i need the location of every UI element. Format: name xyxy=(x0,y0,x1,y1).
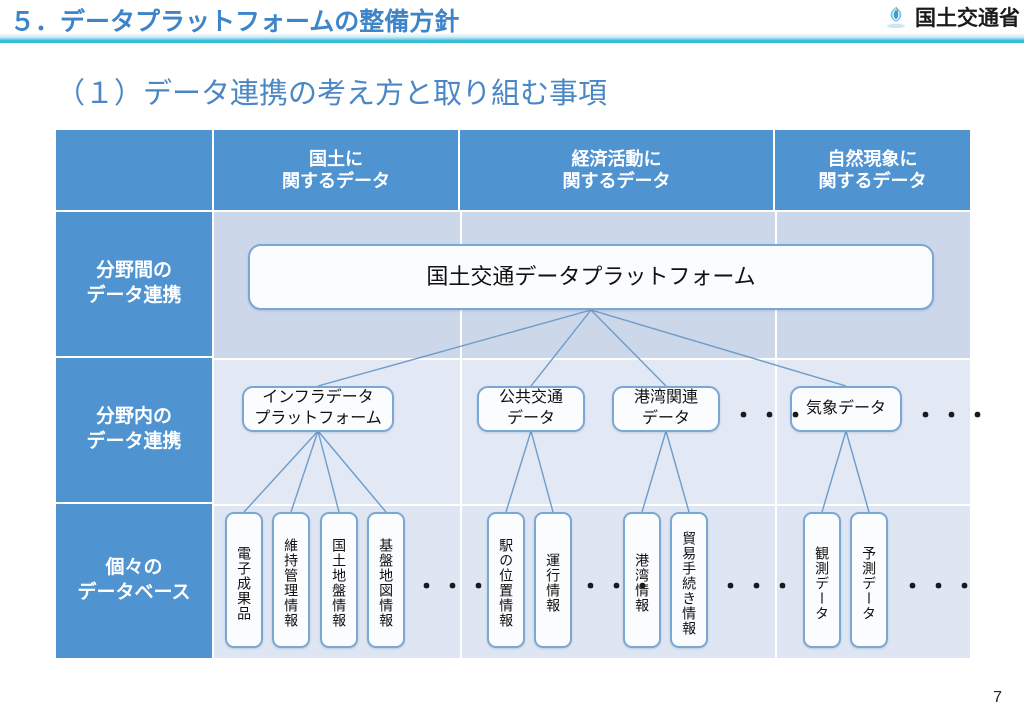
row-label-intra-field: 分野内の データ連携 xyxy=(56,358,214,504)
page-number: 7 xyxy=(993,689,1002,706)
node-public-transport-data[interactable]: 公共交通 データ xyxy=(477,386,585,432)
column-header-keizai: 経済活動に 関するデータ xyxy=(460,130,775,212)
db-box-electronic-deliverables[interactable]: 電子成果品 xyxy=(225,512,263,648)
db-box-maintenance-info[interactable]: 維持管理情報 xyxy=(272,512,310,648)
node-kokudo-kotsu-data-platform-label: 国土交通データプラットフォーム xyxy=(426,263,756,289)
row-label-intra-field-line1: 分野内の xyxy=(95,406,172,428)
db-box-trade-procedure-info-label: 貿易手続き情報 xyxy=(681,530,698,636)
db-box-forecast-data-label: 予測データ xyxy=(861,545,878,621)
row-label-inter-field-line1: 分野間の xyxy=(95,260,172,282)
row-label-inter-field-line2: データ連携 xyxy=(86,285,182,306)
db-box-operation-info[interactable]: 運行情報 xyxy=(534,512,572,648)
row-label-individual-db: 個々の データベース xyxy=(56,504,214,658)
node-port-related-data-line2: データ xyxy=(641,410,690,427)
column-header-keizai-line1: 経済活動に xyxy=(571,148,662,169)
column-header-keizai-line2: 関するデータ xyxy=(562,171,671,191)
db-box-station-location-info-label: 駅の位置情報 xyxy=(498,538,515,628)
node-weather-data-label: 気象データ xyxy=(805,399,886,417)
row-label-intra-field-line2: データ連携 xyxy=(86,431,182,452)
row-label-individual-db-line1: 個々の xyxy=(105,557,163,579)
node-weather-data[interactable]: 気象データ xyxy=(790,386,902,432)
db-box-port-info-label: 港湾情報 xyxy=(634,553,651,613)
column-header-kokudo-line1: 国土に xyxy=(309,148,363,169)
ellipsis-db-keizai-2: ・・・ xyxy=(719,573,797,599)
row-divider-1 xyxy=(214,358,970,360)
column-divider-1 xyxy=(460,212,462,658)
db-box-ground-info[interactable]: 国土地盤情報 xyxy=(320,512,358,648)
ellipsis-db-keizai-1: ・・・ xyxy=(579,573,657,599)
db-box-forecast-data[interactable]: 予測データ xyxy=(850,512,888,648)
column-header-kokudo: 国土に 関するデータ xyxy=(214,130,460,212)
column-divider-2 xyxy=(775,212,777,658)
page-title: ５．データプラットフォームの整備方針 xyxy=(10,8,460,36)
ministry-logo: 国土交通省 xyxy=(883,2,1020,32)
ellipsis-db-kokudo: ・・・ xyxy=(415,573,493,599)
section-subtitle: （１）データ連携の考え方と取り組む事項 xyxy=(56,78,608,110)
column-header-shizen-line2: 関するデータ xyxy=(818,171,927,191)
db-box-maintenance-info-label: 維持管理情報 xyxy=(283,538,300,628)
slide-header: ５．データプラットフォームの整備方針 国土交通省 xyxy=(0,0,1024,46)
column-header-shizen-line1: 自然現象に xyxy=(827,148,918,169)
header-corner-cell xyxy=(56,130,214,212)
ministry-name: 国土交通省 xyxy=(915,7,1020,30)
row-divider-2 xyxy=(214,504,970,506)
row-label-individual-db-line2: データベース xyxy=(77,582,191,603)
node-port-related-data[interactable]: 港湾関連 データ xyxy=(612,386,720,432)
db-box-trade-procedure-info[interactable]: 貿易手続き情報 xyxy=(670,512,708,648)
node-port-related-data-line1: 港湾関連 xyxy=(633,389,698,407)
ellipsis-mid-keizai: ・・・ xyxy=(732,402,810,428)
node-infra-data-platform-line2: プラットフォーム xyxy=(254,410,382,427)
data-linkage-table: 国土に 関するデータ 経済活動に 関するデータ 自然現象に 関するデータ 分野間… xyxy=(56,130,989,658)
node-infra-data-platform[interactable]: インフラデータ プラットフォーム xyxy=(242,386,394,432)
band-row2 xyxy=(214,360,970,506)
node-kokudo-kotsu-data-platform[interactable]: 国土交通データプラットフォーム xyxy=(248,244,934,310)
db-box-observation-data[interactable]: 観測データ xyxy=(803,512,841,648)
mlit-emblem-icon xyxy=(883,4,909,30)
header-rule-line xyxy=(0,41,1024,43)
header-rule xyxy=(0,33,1024,42)
node-infra-data-platform-line1: インフラデータ xyxy=(262,389,374,407)
column-header-shizen: 自然現象に 関するデータ xyxy=(775,130,970,212)
node-public-transport-data-line2: データ xyxy=(506,410,555,427)
db-box-base-map-info-label: 基盤地図情報 xyxy=(378,538,395,628)
column-header-kokudo-line2: 関するデータ xyxy=(282,171,390,191)
db-box-electronic-deliverables-label: 電子成果品 xyxy=(236,545,253,621)
db-box-port-info[interactable]: 港湾情報 xyxy=(623,512,661,648)
db-box-observation-data-label: 観測データ xyxy=(814,545,831,621)
db-box-ground-info-label: 国土地盤情報 xyxy=(331,538,348,628)
node-public-transport-data-line1: 公共交通 xyxy=(498,389,563,407)
db-box-station-location-info[interactable]: 駅の位置情報 xyxy=(487,512,525,648)
ellipsis-db-shizen: ・・・ xyxy=(901,573,979,599)
row-label-inter-field: 分野間の データ連携 xyxy=(56,212,214,358)
db-box-base-map-info[interactable]: 基盤地図情報 xyxy=(367,512,405,648)
db-box-operation-info-label: 運行情報 xyxy=(545,553,562,613)
ellipsis-mid-shizen: ・・・ xyxy=(914,402,992,428)
